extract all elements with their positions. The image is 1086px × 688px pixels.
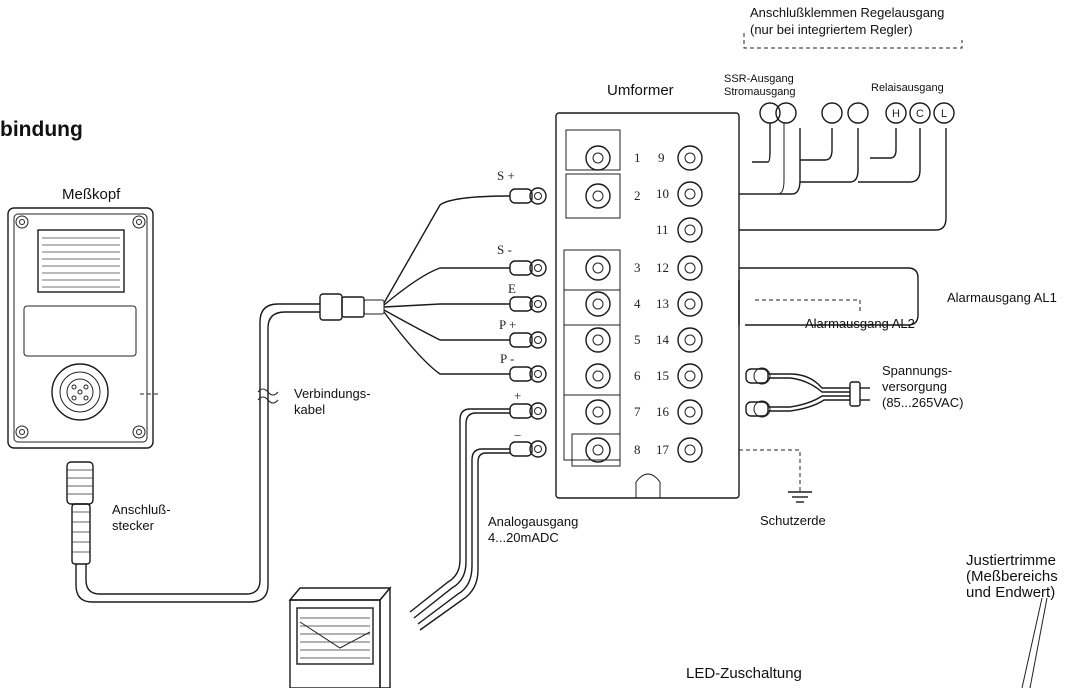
power-supply (745, 367, 870, 418)
terminal-number: 10 (656, 186, 669, 201)
ssr-ausgang-label: SSR-Ausgang (724, 73, 794, 85)
justiertrimmer-label-1: Justiertrimme (966, 552, 1057, 569)
wire-labels: S + S - E P + P - + − (497, 168, 521, 443)
trimmer-pointer (1021, 597, 1048, 688)
terminal-number: 8 (634, 442, 641, 457)
terminal-letter-l: L (941, 108, 947, 120)
messkopf-label: Meßkopf (62, 186, 121, 203)
spannung-label-1: Spannungs- (882, 363, 953, 378)
terminal-number: 17 (656, 442, 670, 457)
wire-label-s-minus: S - (497, 242, 512, 257)
anschlussklemmen-label-2: (nur bei integriertem Regler) (750, 22, 913, 37)
verbindungskabel-label-1: Verbindungs- (294, 386, 371, 401)
analogausgang-label-2: 4...20mADC (488, 530, 559, 545)
terminal-number: 13 (656, 296, 669, 311)
verbindungskabel-label-2: kabel (294, 402, 326, 417)
display-unit (288, 586, 392, 688)
connector-plug (66, 461, 94, 565)
stromausgang-label: Stromausgang (724, 86, 796, 98)
terminal-number: 12 (656, 260, 669, 275)
relay-terminal-letters: H C L (892, 108, 947, 120)
terminal-number: 9 (658, 150, 665, 165)
anschlussstecker-label-2: stecker (112, 518, 154, 533)
alarm-al2-label: Alarmausgang AL2 (805, 316, 915, 331)
terminal-number: 6 (634, 368, 641, 383)
spannung-label-3: (85...265VAC) (882, 395, 964, 410)
terminal-number: 5 (634, 332, 641, 347)
terminal-letter-h: H (892, 108, 900, 120)
analog-cable (409, 408, 510, 631)
messkopf-drawing (7, 207, 160, 449)
wire-label-p-plus: P + (499, 317, 516, 332)
umformer-label: Umformer (607, 82, 674, 99)
terminal-number: 16 (656, 404, 670, 419)
analogausgang-label-1: Analogausgang (488, 514, 579, 529)
section-title: bindung (0, 118, 83, 141)
terminal-number: 15 (656, 368, 669, 383)
anschlussklemmen-label-1: Anschlußklemmen Regelausgang (750, 5, 945, 20)
terminal-number: 2 (634, 188, 641, 203)
wire-label-s-plus: S + (497, 168, 515, 183)
terminal-number: 7 (634, 404, 641, 419)
wire-label-e: E (508, 281, 516, 296)
justiertrimmer-label-2: (Meßbereichs (966, 568, 1058, 585)
alarm-al1-label: Alarmausgang AL1 (947, 290, 1057, 305)
led-zuschaltung-label: LED-Zuschaltung (686, 665, 802, 682)
anschlussstecker-label-1: Anschluß- (112, 502, 171, 517)
top-terminals (759, 102, 955, 124)
terminal-number: 14 (656, 332, 670, 347)
terminal-number: 4 (634, 296, 641, 311)
schutzerde-label: Schutzerde (760, 513, 826, 528)
wire-label-plus: + (514, 388, 521, 403)
alarm-wiring (739, 267, 919, 326)
wire-label-p-minus: P - (500, 351, 514, 366)
regelausgang-wiring (739, 33, 963, 231)
justiertrimmer-label-3: und Endwert) (966, 584, 1056, 601)
ground-symbol (739, 449, 812, 503)
terminal-number: 1 (634, 150, 641, 165)
terminal-letter-c: C (916, 108, 924, 120)
relaisausgang-label: Relaisausgang (871, 82, 944, 94)
terminal-number: 11 (656, 222, 669, 237)
spannung-label-2: versorgung (882, 379, 948, 394)
wire-label-minus: − (514, 428, 521, 443)
connection-cable (75, 195, 511, 603)
terminal-numbers: 1 2 3 4 5 6 7 8 9 10 11 12 13 14 15 16 1… (634, 150, 670, 457)
terminal-number: 3 (634, 260, 641, 275)
umformer-block (555, 112, 740, 499)
